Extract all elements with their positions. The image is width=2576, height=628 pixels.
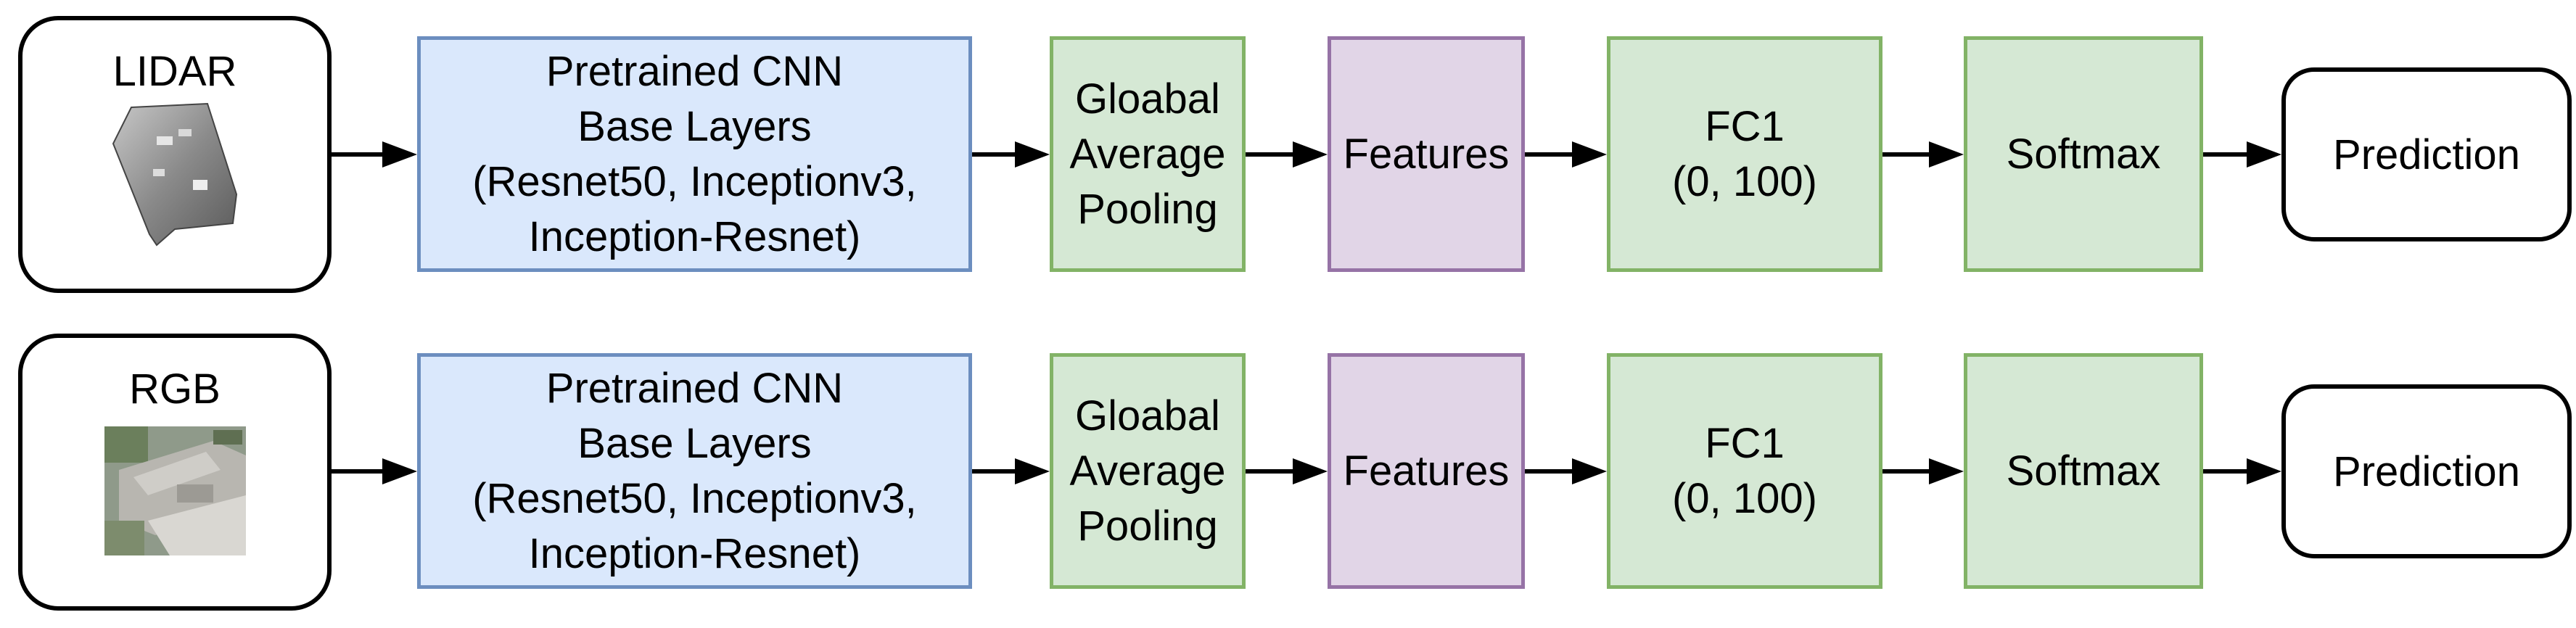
input-label: LIDAR (112, 48, 237, 95)
cnn-line: Pretrained CNN (546, 364, 844, 412)
prediction-box: Prediction (2281, 384, 2572, 558)
fc1-line: FC1 (1705, 419, 1785, 467)
softmax-label: Softmax (2006, 130, 2161, 178)
arrows-row-1 (332, 141, 2281, 168)
input-box-rgb: RGB (18, 334, 332, 611)
prediction-box: Prediction (2281, 67, 2572, 241)
fc1-box: FC1 (0, 100) (1607, 353, 1882, 589)
fc1-line: (0, 100) (1672, 157, 1817, 205)
gap-line: Pooling (1077, 502, 1218, 550)
fc1-line: (0, 100) (1672, 474, 1817, 522)
features-box: Features (1328, 353, 1525, 589)
arrows-row-2 (332, 458, 2281, 484)
features-box: Features (1328, 36, 1525, 272)
gap-line: Gloabal (1075, 75, 1220, 123)
cnn-line: (Resnet50, Inceptionv3, (472, 474, 917, 522)
features-label: Features (1343, 447, 1510, 495)
input-box-lidar: LIDAR (18, 16, 332, 293)
prediction-label: Prediction (2333, 447, 2520, 495)
global-average-pooling-box: Gloabal Average Pooling (1050, 353, 1246, 589)
fc1-box: FC1 (0, 100) (1607, 36, 1882, 272)
cnn-base-layers-box: Pretrained CNN Base Layers (Resnet50, In… (417, 353, 972, 589)
cnn-line: Base Layers (577, 419, 812, 467)
gap-line: Pooling (1077, 185, 1218, 233)
cnn-line: (Resnet50, Inceptionv3, (472, 157, 917, 205)
gap-line: Average (1069, 447, 1226, 495)
input-label: RGB (129, 365, 221, 413)
cnn-line: Inception-Resnet) (528, 212, 861, 260)
softmax-box: Softmax (1964, 353, 2203, 589)
softmax-label: Softmax (2006, 447, 2161, 495)
cnn-line: Pretrained CNN (546, 47, 844, 95)
global-average-pooling-box: Gloabal Average Pooling (1050, 36, 1246, 272)
cnn-line: Inception-Resnet) (528, 529, 861, 577)
cnn-line: Base Layers (577, 102, 812, 150)
fc1-line: FC1 (1705, 102, 1785, 150)
rgb-image (104, 426, 246, 555)
softmax-box: Softmax (1964, 36, 2203, 272)
cnn-base-layers-box: Pretrained CNN Base Layers (Resnet50, In… (417, 36, 972, 272)
prediction-label: Prediction (2333, 131, 2520, 178)
gap-line: Average (1069, 130, 1226, 178)
features-label: Features (1343, 131, 1510, 178)
gap-line: Gloabal (1075, 392, 1220, 439)
lidar-image (112, 102, 238, 247)
